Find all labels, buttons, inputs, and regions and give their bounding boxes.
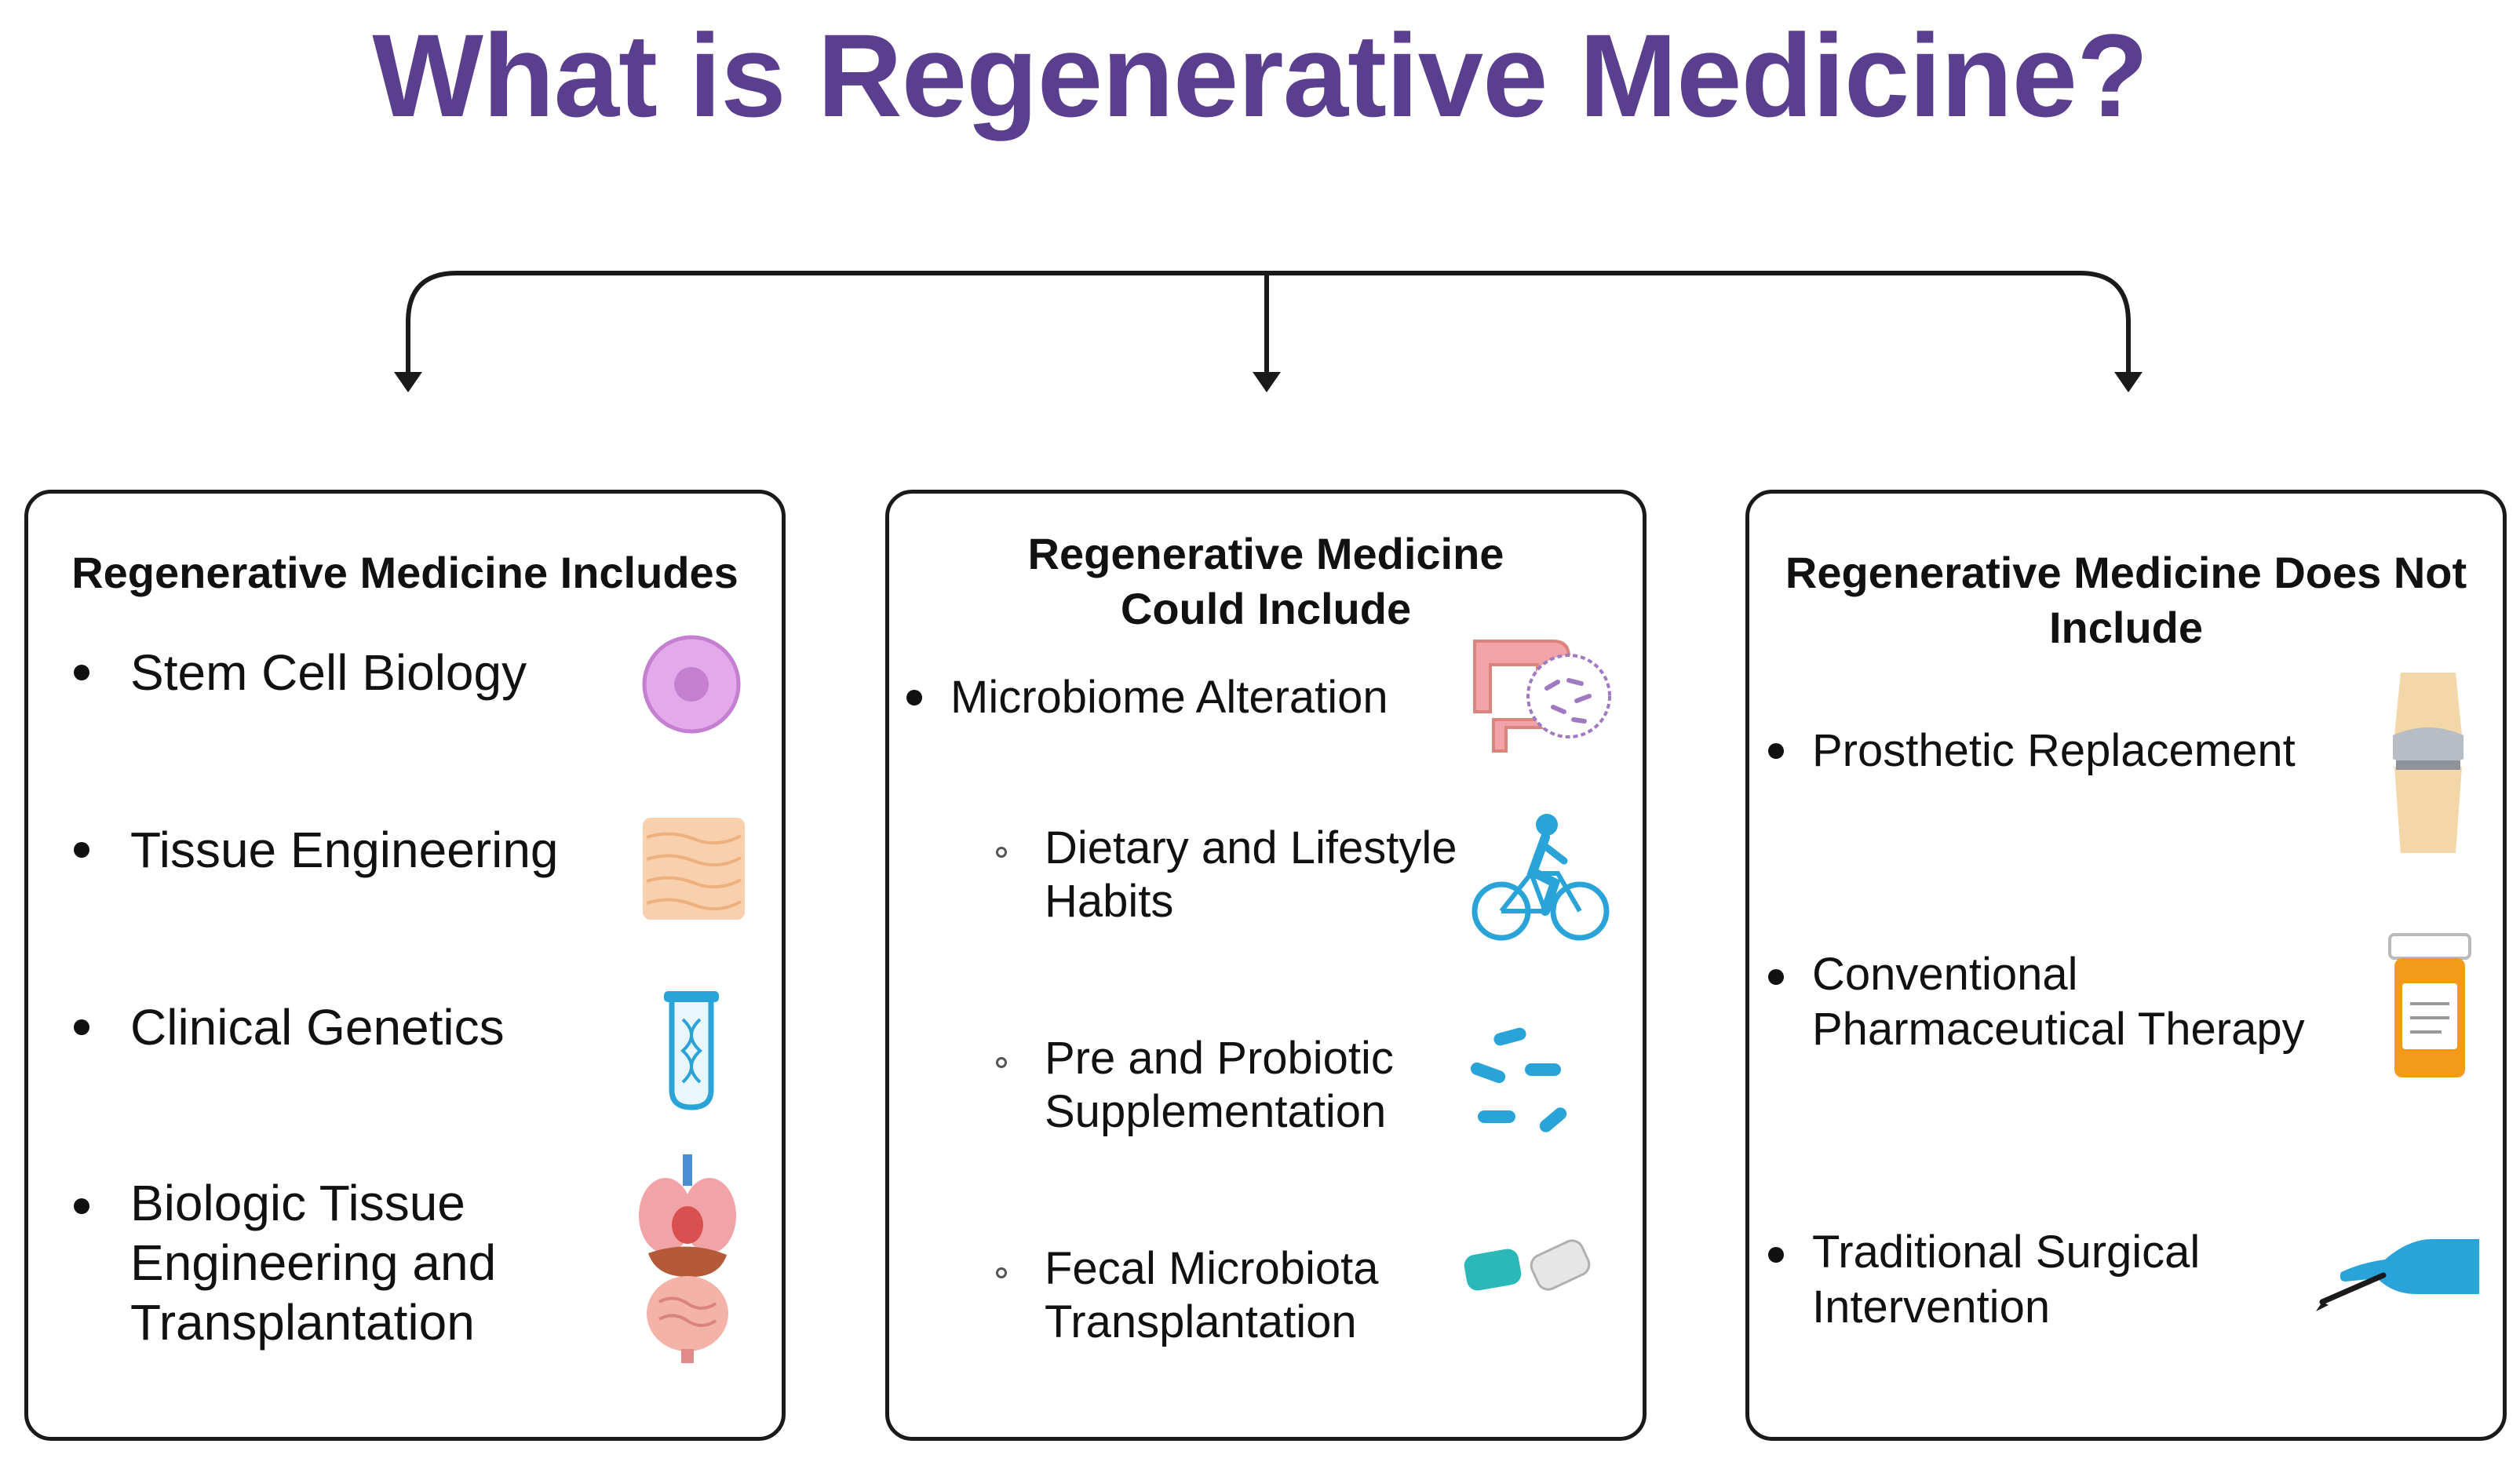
knee-prosthesis-icon: [2393, 673, 2463, 853]
test-tube-dna-icon: [664, 991, 719, 1110]
panel-title-could-include: Regenerative Medicine Could Include: [1027, 529, 1504, 633]
organs-icon: [639, 1154, 736, 1363]
bullet-icon: [1768, 1247, 1784, 1263]
bullet-icon: [74, 842, 89, 858]
item-stem-cell-biology: Stem Cell Biology: [130, 644, 527, 701]
subitem-fecal-microbiota: Fecal Microbiota Transplantation: [1045, 1243, 1379, 1347]
item-prosthetic-replacement: Prosthetic Replacement: [1812, 725, 2296, 776]
pill-bottle-icon: [2388, 933, 2471, 1077]
item-conventional-pharma: Conventional Pharmaceutical Therapy: [1812, 949, 2305, 1055]
item-traditional-surgical: Traditional Surgical Intervention: [1812, 1227, 2201, 1333]
panel-includes: Regenerative Medicine Includes Stem Cell…: [24, 490, 786, 1441]
bacteria-icon: [1470, 1027, 1567, 1132]
branch-connector: [394, 271, 2143, 392]
scalpel-hand-icon: [2316, 1239, 2479, 1311]
capsules-icon: [1464, 1239, 1591, 1291]
item-microbiome-alteration: Microbiome Alteration: [950, 672, 1388, 723]
arrow-right-icon: [2114, 372, 2143, 392]
item-tissue-engineering: Tissue Engineering: [130, 822, 559, 878]
bullet-icon: [74, 1019, 89, 1035]
sub-bullet-icon: [996, 1267, 1007, 1278]
arrow-left-icon: [394, 372, 422, 392]
bullet-icon: [1768, 743, 1784, 759]
arrow-center-icon: [1253, 372, 1281, 392]
panel-could-include: Regenerative Medicine Could Include Micr…: [885, 490, 1647, 1441]
sub-bullet-icon: [996, 1057, 1007, 1068]
sub-bullet-icon: [996, 847, 1007, 858]
bullet-icon: [906, 690, 922, 705]
subitem-pre-probiotic: Pre and Probiotic Supplementation: [1045, 1033, 1394, 1137]
stem-cell-icon: [642, 635, 741, 734]
cyclist-icon: [1472, 814, 1610, 941]
bullet-icon: [74, 1198, 89, 1214]
panel-title-does-not-include: Regenerative Medicine Does Not Include: [1785, 548, 2467, 652]
subitem-dietary-lifestyle: Dietary and Lifestyle Habits: [1045, 822, 1457, 927]
panel-does-not-include: Regenerative Medicine Does Not Include P…: [1745, 490, 2507, 1441]
item-clinical-genetics: Clinical Genetics: [130, 999, 505, 1055]
page-title: What is Regenerative Medicine?: [372, 9, 2148, 141]
tissue-icon: [643, 818, 745, 920]
panel-title-includes: Regenerative Medicine Includes: [71, 548, 738, 597]
item-biologic-tissue: Biologic Tissue Engineering and Transpla…: [130, 1175, 497, 1351]
intestine-microbes-icon: [1473, 640, 1611, 753]
bullet-icon: [1768, 969, 1784, 985]
bullet-icon: [74, 665, 89, 680]
